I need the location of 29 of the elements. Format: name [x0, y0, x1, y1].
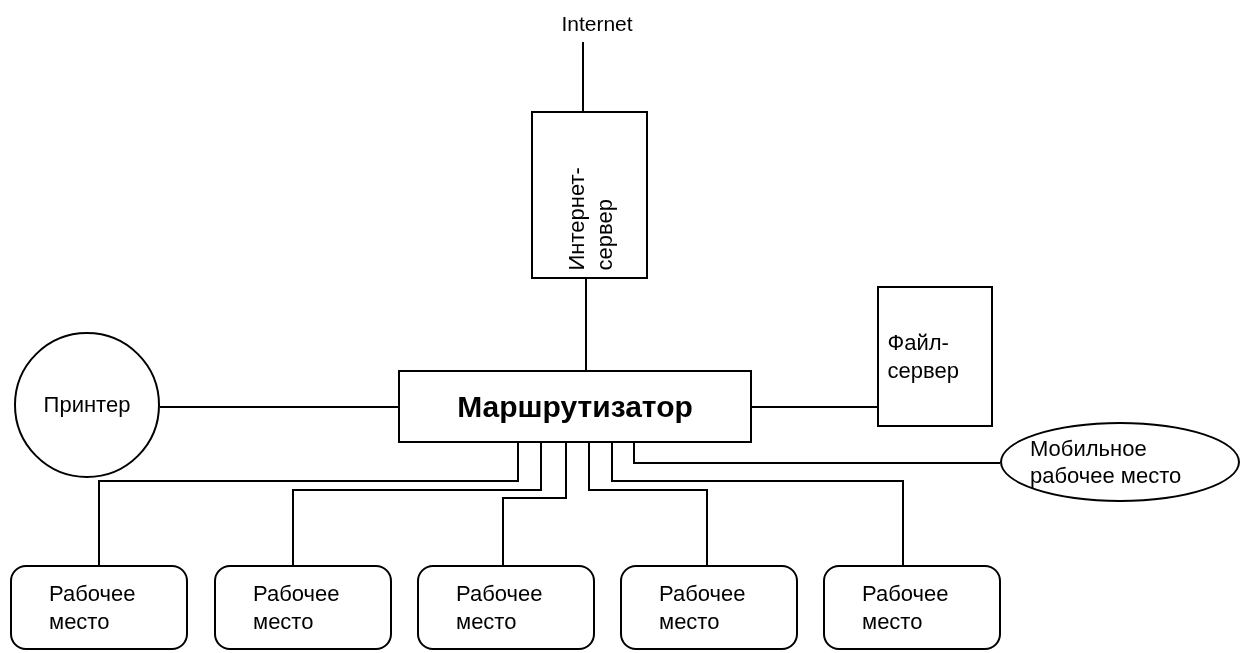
- connector-line: [502, 442, 567, 566]
- node-label: Рабочее место: [862, 580, 950, 635]
- connector-line: [751, 406, 878, 408]
- workstation-box: [417, 565, 595, 650]
- node-label: Интернет- сервер: [562, 165, 617, 270]
- node-label: Маршрутизатор: [457, 388, 693, 425]
- node-label: Принтер: [43, 391, 131, 419]
- node-label: Рабочее место: [49, 580, 137, 635]
- connector-line: [98, 442, 519, 566]
- server-box: [531, 111, 648, 279]
- connector-line: [588, 442, 708, 566]
- workstation-box: [10, 565, 188, 650]
- node-label: Мобильное рабочее место: [1030, 434, 1183, 490]
- connector-line: [582, 41, 584, 112]
- server-box: [877, 286, 993, 427]
- node-label: Файл- сервер: [887, 329, 960, 384]
- node-label: Internet: [561, 10, 633, 37]
- connector-line: [292, 442, 542, 566]
- node-label: Рабочее место: [456, 580, 544, 635]
- router-box: [398, 370, 752, 443]
- workstation-box: [823, 565, 1001, 650]
- workstation-box: [214, 565, 392, 650]
- workstation-box: [620, 565, 798, 650]
- node-label: Рабочее место: [253, 580, 341, 635]
- connector-line: [611, 442, 904, 566]
- connector-line: [159, 406, 399, 408]
- node-label: Рабочее место: [659, 580, 747, 635]
- connector-line: [633, 442, 1001, 464]
- connector-line: [585, 278, 587, 371]
